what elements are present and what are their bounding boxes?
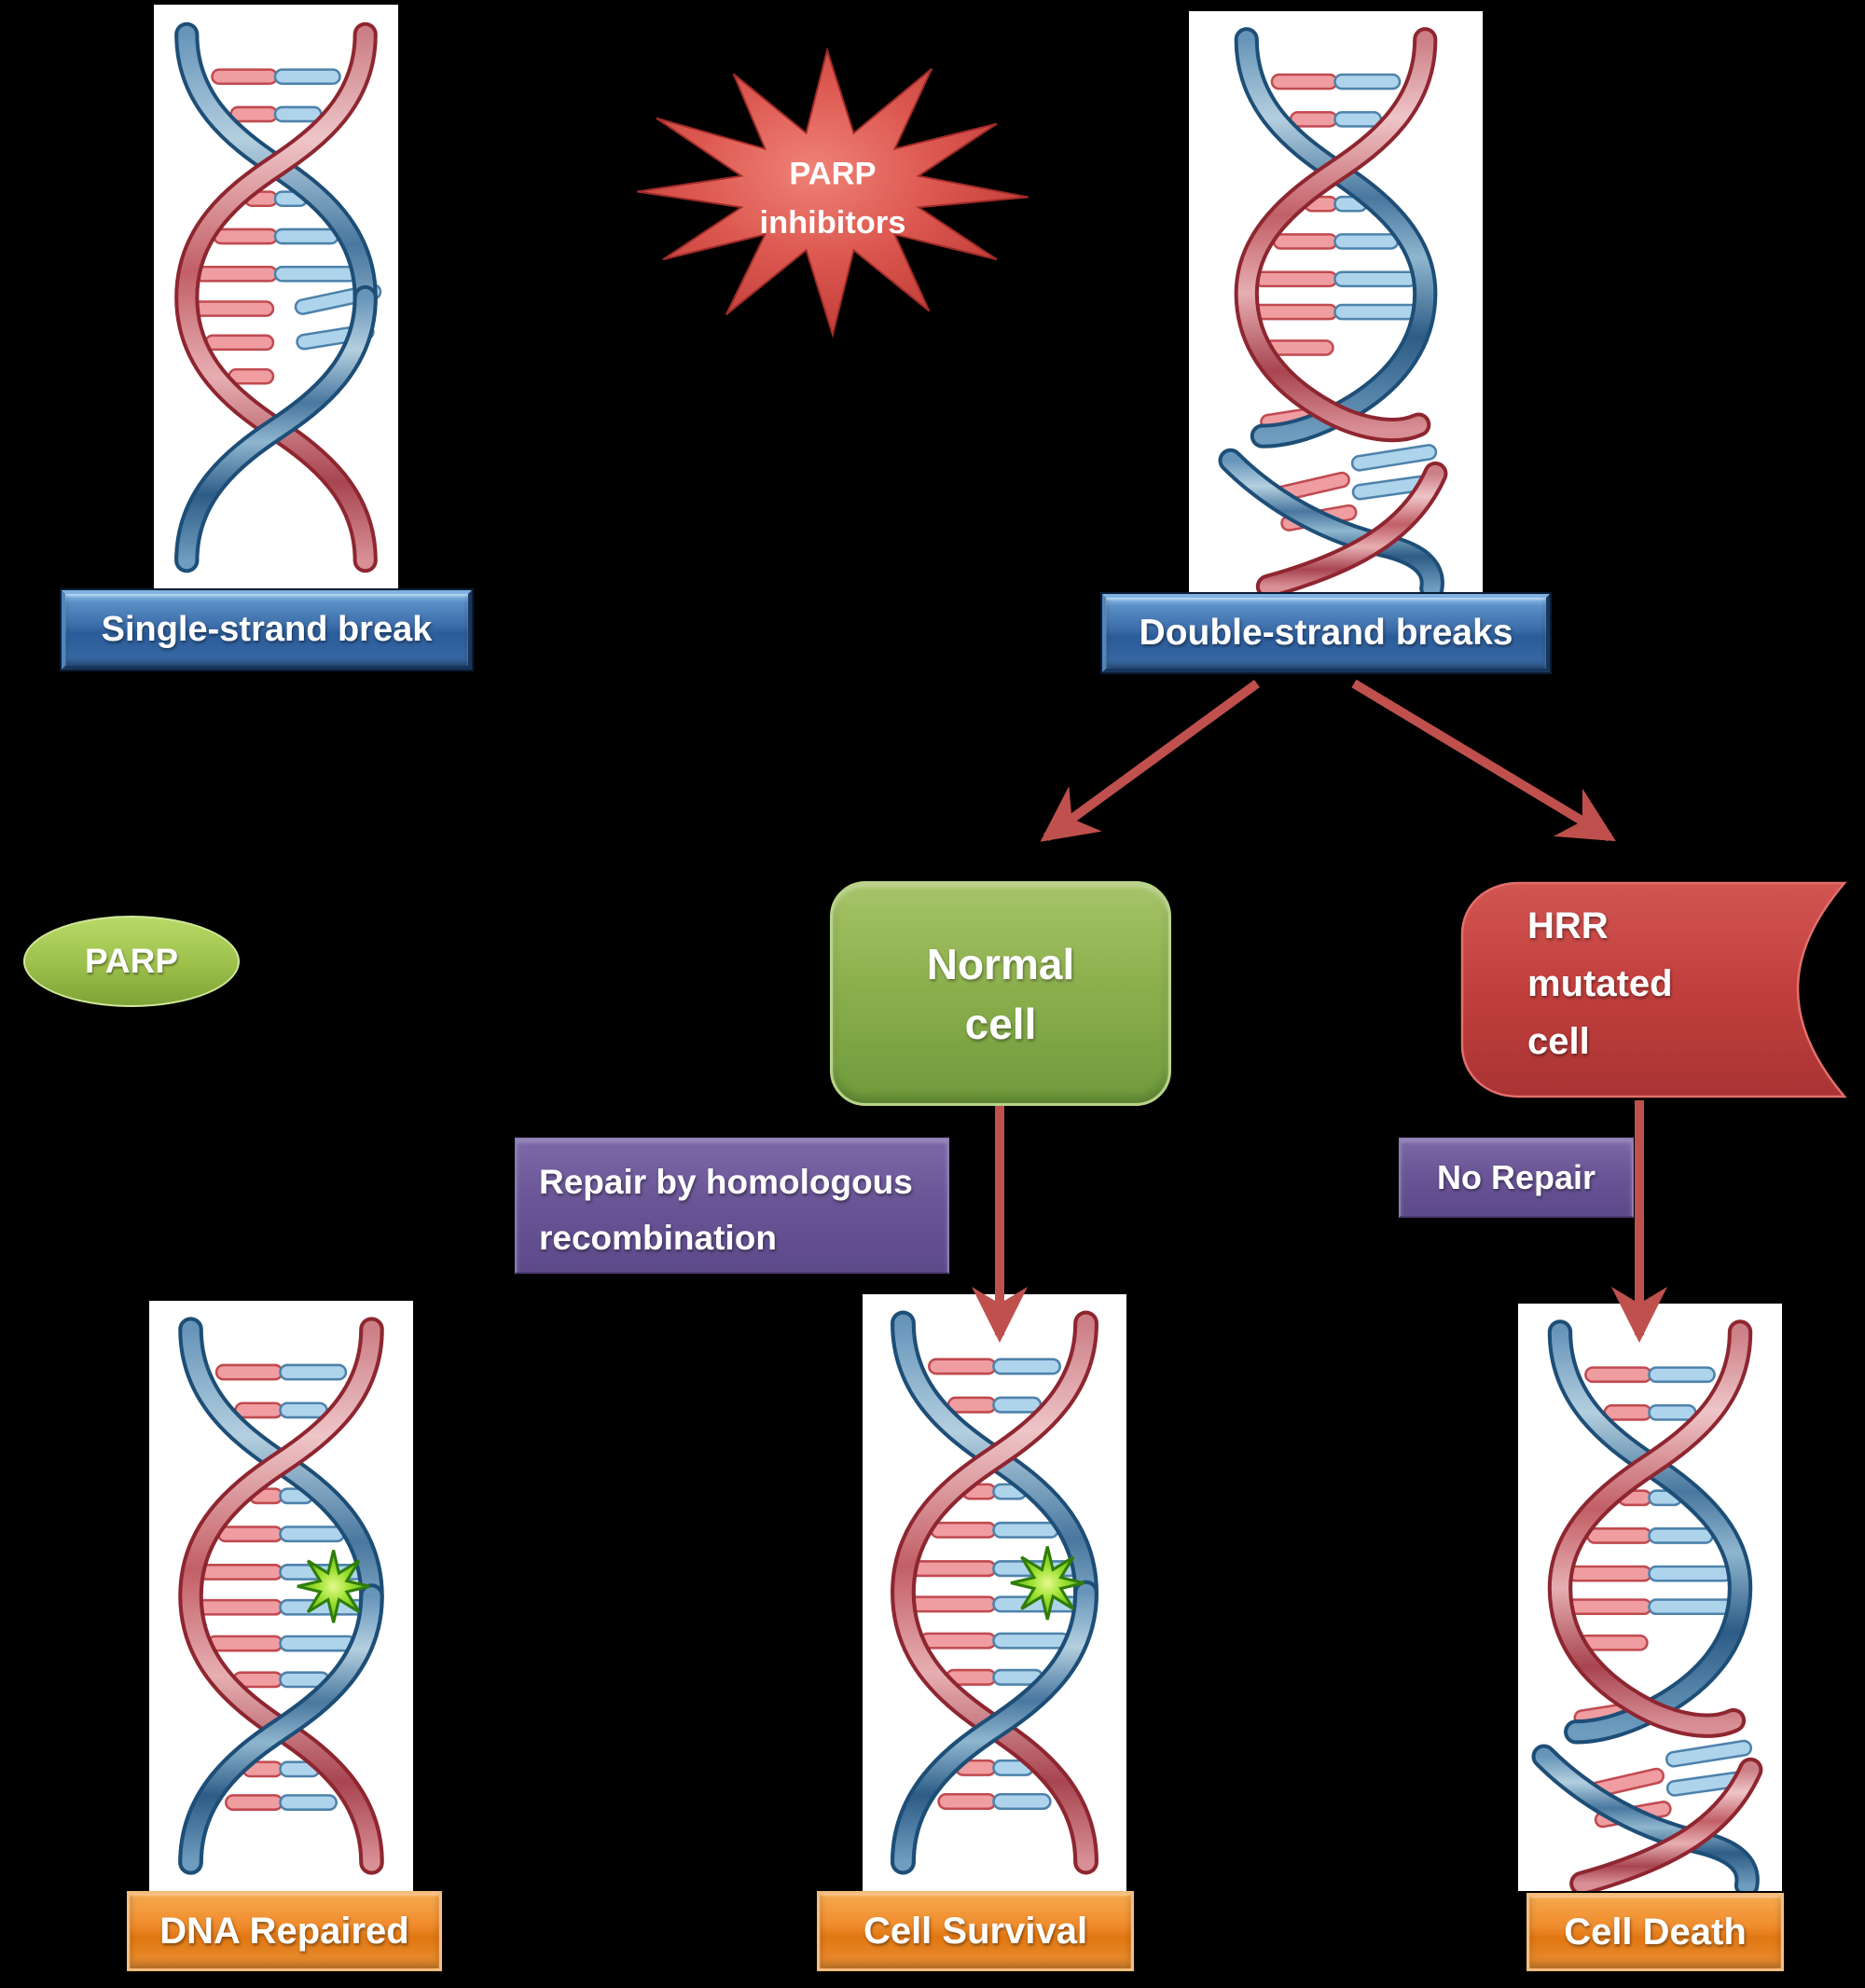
arrow-dsb-to-normal-cell <box>1040 679 1260 842</box>
parp-ellipse: PARP <box>23 916 240 1007</box>
hrr-line2: mutated <box>1527 963 1673 1004</box>
arrow-dsb-to-hrr-cell <box>1351 679 1616 842</box>
cell-survival-text: Cell Survival <box>863 1910 1088 1952</box>
panel-cell-survival <box>863 1294 1126 1891</box>
normal-cell-box: Normal cell <box>830 881 1171 1106</box>
dna-single-strand-break-illustration <box>154 5 398 590</box>
panel-double-strand-breaks <box>1189 11 1483 594</box>
repair-flash-icon <box>1009 1544 1086 1622</box>
hrr-mutated-cell-box <box>1460 881 1847 1098</box>
normal-cell-line1: Normal <box>926 939 1075 988</box>
parp-inhibitors-label-line1: PARP <box>789 157 876 192</box>
cell-death-label: Cell Death <box>1527 1893 1784 1971</box>
panel-dna-repaired <box>149 1301 413 1891</box>
parp-inhibitors-starburst: PARP inhibitors <box>637 47 1029 338</box>
cell-death-text: Cell Death <box>1564 1911 1747 1953</box>
hrr-line1: HRR <box>1527 905 1609 946</box>
single-strand-break-label: Single-strand break <box>62 590 472 670</box>
parp-inhibitors-label-line2: inhibitors <box>760 205 906 241</box>
dna-repaired-label: DNA Repaired <box>127 1891 442 1971</box>
dna-repaired-illustration <box>149 1301 413 1891</box>
normal-cell-line2: cell <box>964 999 1037 1048</box>
dna-repaired-text: DNA Repaired <box>159 1910 409 1952</box>
hrr-line3: cell <box>1527 1021 1590 1062</box>
repair-hr-line1: Repair by homologous <box>539 1163 913 1201</box>
dna-cell-death-illustration <box>1518 1304 1782 1891</box>
hrr-cell-shape <box>1460 881 1847 1098</box>
double-strand-breaks-label: Double-strand breaks <box>1102 594 1550 672</box>
panel-single-strand-break <box>154 5 398 590</box>
hrr-mutated-cell-text: HRR mutated cell <box>1527 897 1673 1070</box>
cell-survival-label: Cell Survival <box>817 1891 1134 1971</box>
single-strand-break-text: Single-strand break <box>101 610 433 649</box>
parp-label: PARP <box>84 942 179 980</box>
starburst-shape <box>637 47 1029 338</box>
double-strand-breaks-text: Double-strand breaks <box>1139 613 1513 653</box>
no-repair-text: No Repair <box>1436 1158 1596 1196</box>
repair-homologous-recombination-box: Repair by homologous recombination <box>515 1138 949 1274</box>
dna-double-strand-breaks-illustration <box>1189 11 1483 594</box>
repair-hr-line2: recombination <box>539 1219 777 1257</box>
repair-flash-icon <box>296 1548 371 1624</box>
no-repair-box: No Repair <box>1399 1138 1634 1218</box>
panel-cell-death <box>1518 1304 1782 1891</box>
dna-cell-survival-illustration <box>863 1294 1126 1891</box>
